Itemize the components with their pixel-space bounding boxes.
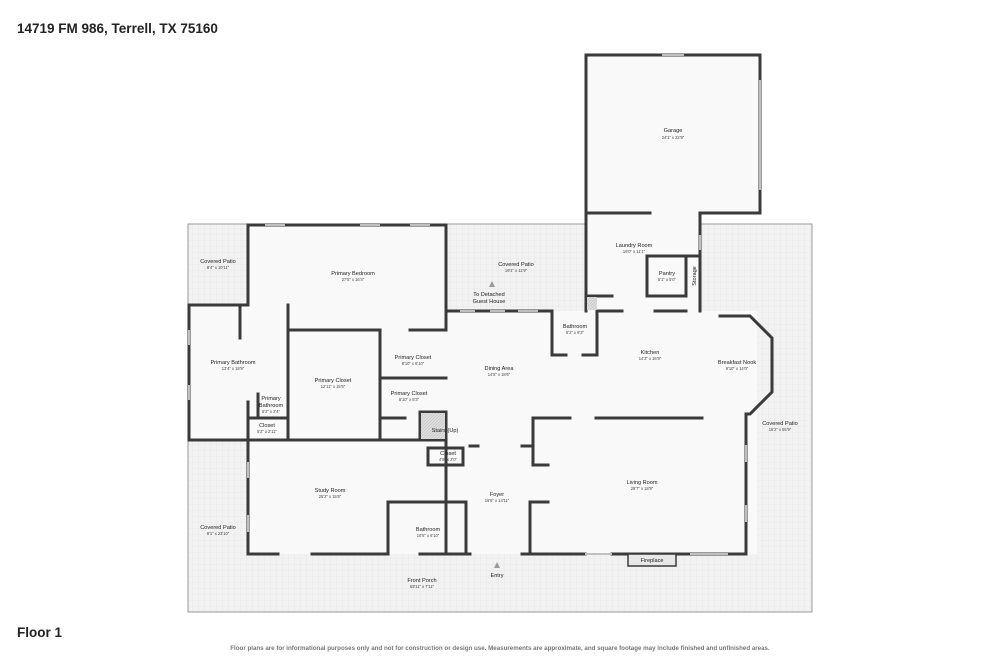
bathroom-s-name: Bathroom [416, 527, 441, 533]
kitchen-dim: 14'3" x 16'9" [639, 356, 662, 361]
foyer-dim: 16'6" x 14'11" [485, 498, 510, 503]
arrow-up-icon [494, 562, 500, 568]
fireplace-name: Fireplace [640, 558, 663, 564]
covered-patio-e-name: Covered Patio [762, 421, 797, 427]
primary-closet-2-dim: 8'10" x 8'3" [399, 397, 420, 402]
living-dim: 29'7" x 18'9" [631, 486, 654, 491]
pantry-name: Pantry [659, 271, 675, 277]
stairs-hatch [421, 413, 445, 439]
primary-closet-2-name: Primary Closet [391, 391, 428, 397]
garage-name: Garage [664, 128, 683, 134]
pantry-dim: 5'1" x 5'0" [658, 277, 676, 282]
study-name: Study Room [315, 488, 346, 494]
garage-dim: 24'1" x 22'9" [662, 135, 685, 140]
primary-closet-1-name: Primary Closet [395, 355, 432, 361]
front-porch-name: Front Porch [407, 578, 436, 584]
bathroom-n-name: Bathroom [563, 324, 588, 330]
arrow-up-icon [489, 281, 495, 287]
primary-closet-big-name: Primary Closet [315, 378, 352, 384]
storage-name: Storage [692, 266, 698, 286]
interior-floor [189, 55, 760, 554]
dining-dim: 14'5" x 18'6" [488, 372, 511, 377]
foyer-name: Foyer [490, 492, 504, 498]
primary-bathroom-small-dim: 5'2" x 2'4" [262, 409, 280, 414]
covered-patio-nw-name: Covered Patio [200, 259, 235, 265]
primary-bathroom-name: Primary Bathroom [210, 360, 255, 366]
laundry-dim: 16'0" x 11'1" [623, 249, 646, 254]
kitchen-name: Kitchen [641, 350, 660, 356]
covered-patio-sw-dim: 8'1" x 23'10" [207, 531, 230, 536]
windows [188, 54, 761, 555]
living-name: Living Room [626, 480, 657, 486]
closet-c-dim: 4'9" x 2'0" [439, 457, 457, 462]
dining-name: Dining Area [485, 366, 515, 372]
covered-patio-sw-name: Covered Patio [200, 525, 235, 531]
laundry-hatch [587, 297, 597, 310]
fireplace-box [627, 553, 677, 567]
study-dim: 25'2" x 15'6" [319, 494, 342, 499]
breakfast-nook-dim: 9'10" x 14'0" [726, 366, 749, 371]
primary-bedroom-name: Primary Bedroom [331, 271, 375, 277]
laundry-name: Laundry Room [616, 243, 653, 249]
covered-patio-n-dim: 19'1" x 11'9" [505, 268, 528, 273]
breakfast-nook-name: Breakfast Nook [718, 360, 756, 366]
closet-w-dim: 5'2" x 2'11" [257, 429, 277, 434]
stairs-name: Stairs (Up) [432, 428, 459, 434]
detached-guest-line1: To Detached [473, 292, 504, 298]
detached-guest-line2: Guest House [473, 299, 506, 305]
primary-bathroom-small-line2: Bathroom [259, 403, 284, 409]
primary-bedroom-dim: 27'5" x 16'4" [342, 277, 365, 282]
disclaimer-text: Floor plans are for informational purpos… [230, 645, 770, 652]
covered-patio-e-dim: 15'2" x 55'9" [769, 427, 792, 432]
floor-label: Floor 1 [17, 625, 63, 640]
bathroom-n-dim: 6'2" x 9'3" [566, 330, 584, 335]
closet-c-name: Closet [440, 451, 456, 457]
primary-bathroom-dim: 13'4" x 18'9" [222, 366, 245, 371]
covered-patio-nw-dim: 8'4" x 10'11" [207, 265, 230, 270]
property-address: 14719 FM 986, Terrell, TX 75160 [17, 21, 218, 36]
entry-name: Entry [490, 573, 503, 579]
bathroom-s-dim: 10'5" x 6'10" [417, 533, 440, 538]
primary-bathroom-small-line1: Primary [261, 396, 280, 402]
primary-closet-1-dim: 8'10" x 6'10" [402, 361, 425, 366]
primary-closet-big-dim: 12'11" x 15'5" [321, 384, 346, 389]
covered-patio-n-name: Covered Patio [498, 262, 533, 268]
front-porch-dim: 69'11" x 7'11" [410, 584, 435, 589]
closet-w-name: Closet [259, 423, 275, 429]
